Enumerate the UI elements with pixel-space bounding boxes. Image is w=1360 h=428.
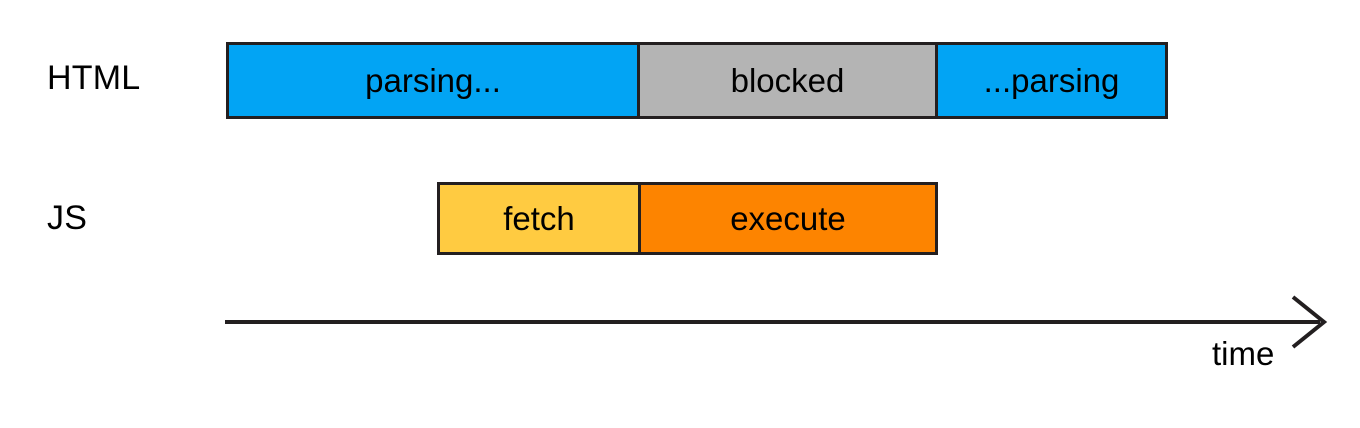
timeline-bar-html: parsing... blocked ...parsing — [226, 42, 1168, 119]
segment-js-execute: execute — [638, 185, 935, 252]
segment-js-fetch: fetch — [440, 185, 638, 252]
segment-html-parsing-start: parsing... — [229, 45, 637, 116]
segment-html-parsing-resume: ...parsing — [935, 45, 1165, 116]
segment-html-blocked: blocked — [637, 45, 935, 116]
time-axis-label: time — [1212, 335, 1275, 372]
row-label-html: HTML — [47, 59, 141, 97]
timeline-bar-js: fetch execute — [437, 182, 938, 255]
arrowhead-icon — [1291, 295, 1328, 349]
row-label-js: JS — [47, 199, 88, 237]
time-axis-arrow — [225, 295, 1328, 349]
